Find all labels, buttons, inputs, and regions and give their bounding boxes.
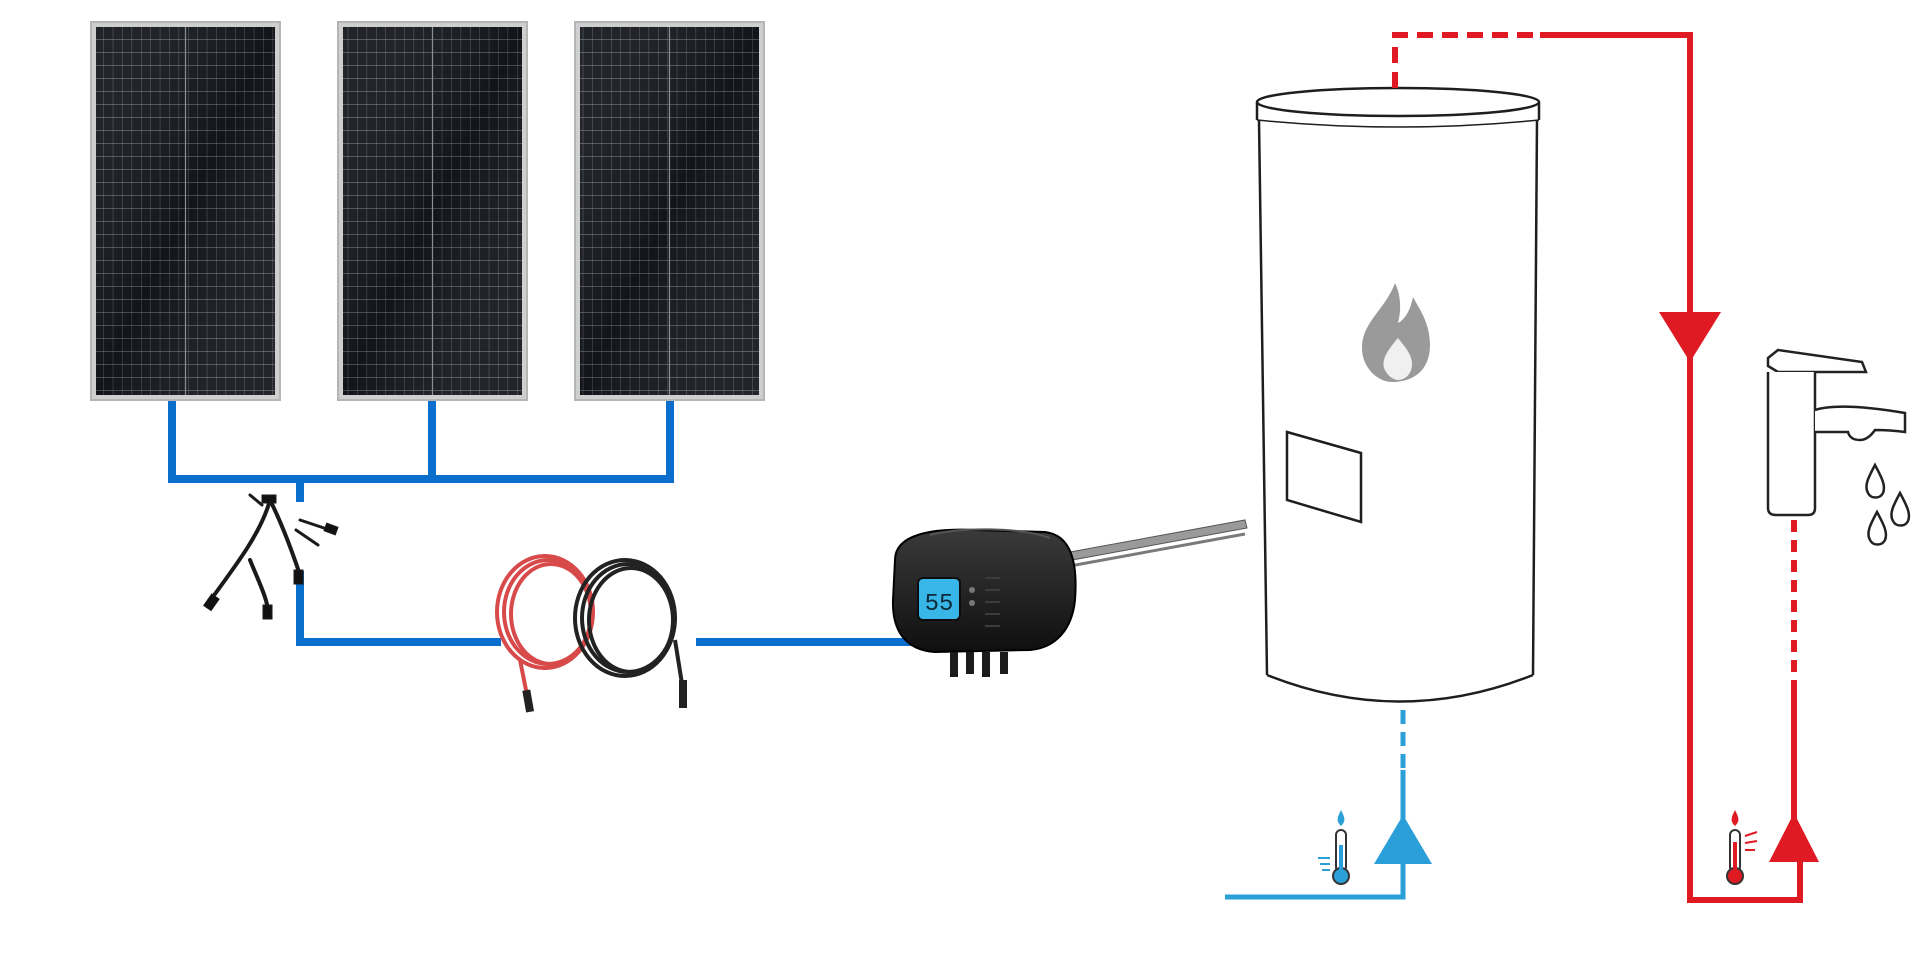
hot-thermometer-icon [1726, 810, 1758, 885]
cold-water-pipe [1225, 710, 1406, 900]
flow-arrow-up-icon-cold [1374, 815, 1432, 864]
controller-lcd [917, 577, 961, 621]
pv-cable-coil-icon [495, 554, 687, 713]
flow-arrow-down-icon [1659, 312, 1721, 362]
flow-arrow-up-icon [1769, 813, 1819, 862]
hot-water-cylinder-icon [1255, 86, 1541, 703]
cold-thermometer-icon [1318, 810, 1350, 885]
solar-panel-2 [337, 21, 528, 401]
y-branch-connector-icon [203, 493, 339, 620]
solar-panel-1 [90, 21, 281, 401]
dc-cabling [168, 401, 916, 646]
controller-display-value: 55 [925, 591, 954, 618]
flame-icon [1362, 283, 1430, 382]
faucet-icon [1766, 348, 1907, 517]
solar-panel-3 [574, 21, 765, 401]
immersion-heater-controller-icon: 55 [891, 519, 1248, 677]
hot-water-pipe [1392, 32, 1803, 903]
water-drops-icon [1865, 462, 1911, 546]
